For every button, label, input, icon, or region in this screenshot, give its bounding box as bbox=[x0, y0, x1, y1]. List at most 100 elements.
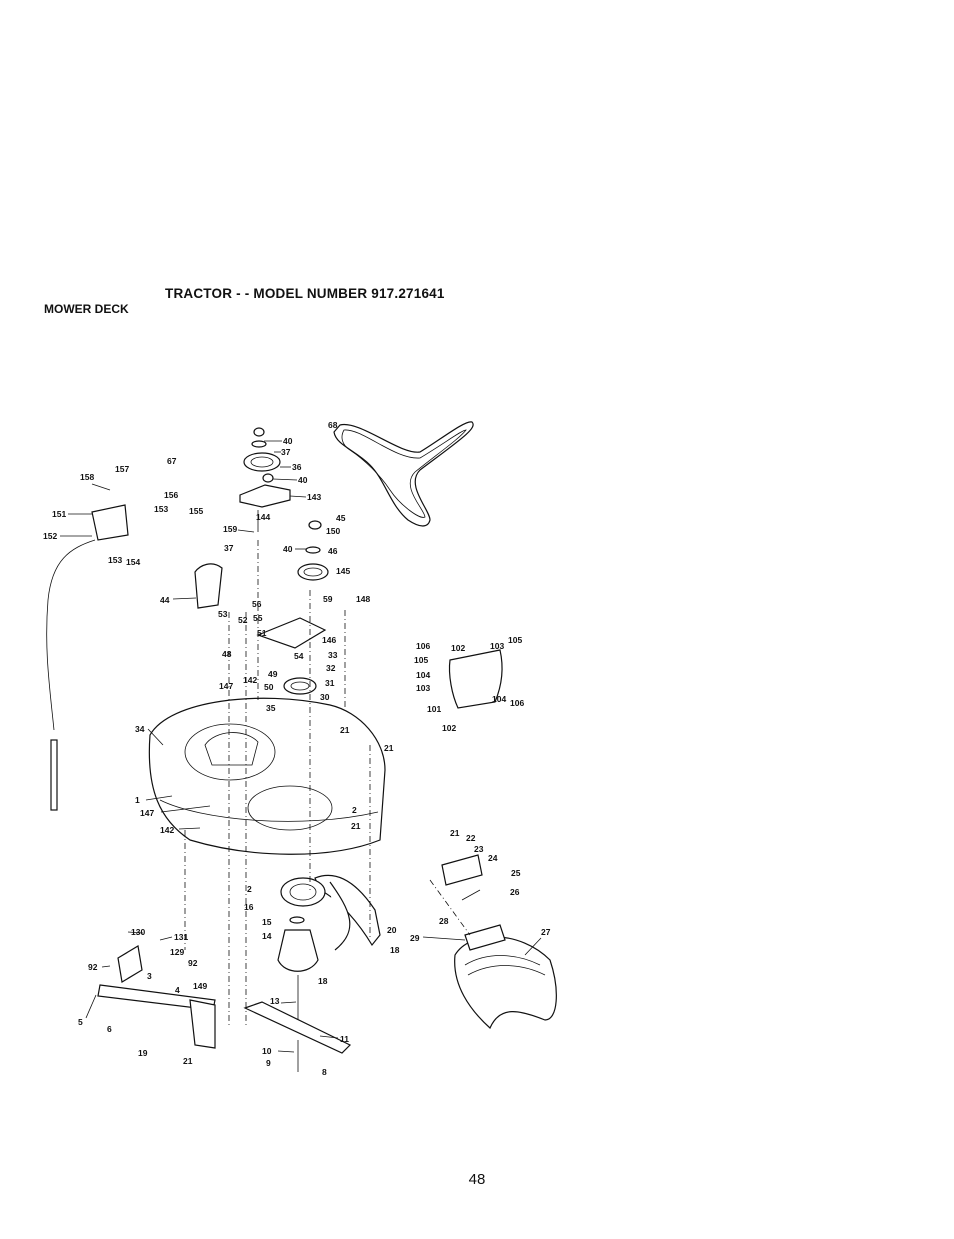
part-label: 92 bbox=[188, 958, 198, 968]
part-label: 11 bbox=[340, 1034, 349, 1044]
part-label: 148 bbox=[356, 594, 370, 604]
part-label: 6 bbox=[107, 1024, 112, 1034]
part-label: 155 bbox=[189, 506, 203, 516]
part-label: 21 bbox=[351, 821, 361, 831]
part-label: 49 bbox=[268, 669, 278, 679]
part-label: 44 bbox=[160, 595, 170, 605]
part-label: 36 bbox=[292, 462, 302, 472]
part-label: 4 bbox=[175, 985, 180, 995]
part-labels: 68 40 37 36 40 143 144 157 67 158 156 15… bbox=[43, 420, 551, 1077]
part-label: 13 bbox=[270, 996, 280, 1006]
part-label: 21 bbox=[384, 743, 394, 753]
part-label: 18 bbox=[318, 976, 328, 986]
part-label: 158 bbox=[80, 472, 94, 482]
part-label: 20 bbox=[387, 925, 397, 935]
part-label: 56 bbox=[252, 599, 262, 609]
part-label: 10 bbox=[262, 1046, 272, 1056]
section-title: MOWER DECK bbox=[44, 302, 129, 316]
part-label: 25 bbox=[511, 868, 521, 878]
part-label: 104 bbox=[492, 694, 506, 704]
part-label: 153 bbox=[108, 555, 122, 565]
part-label: 1 bbox=[135, 795, 140, 805]
part-label: 35 bbox=[266, 703, 276, 713]
part-label: 23 bbox=[474, 844, 484, 854]
part-label: 53 bbox=[218, 609, 228, 619]
part-label: 8 bbox=[322, 1067, 327, 1077]
spindle-assembly bbox=[277, 877, 326, 1025]
part-label: 129 bbox=[170, 947, 184, 957]
part-label: 52 bbox=[238, 615, 248, 625]
part-label: 15 bbox=[262, 917, 272, 927]
part-label: 102 bbox=[451, 643, 465, 653]
part-label: 146 bbox=[322, 635, 336, 645]
part-label: 152 bbox=[43, 531, 57, 541]
part-label: 26 bbox=[510, 887, 520, 897]
part-label: 157 bbox=[115, 464, 129, 474]
chute-bracket bbox=[441, 854, 483, 886]
part-label: 68 bbox=[328, 420, 338, 430]
part-label: 3 bbox=[147, 971, 152, 981]
part-label: 150 bbox=[326, 526, 340, 536]
lift-cable-assembly bbox=[46, 504, 129, 811]
page-number: 48 bbox=[468, 1171, 486, 1188]
part-label: 102 bbox=[442, 723, 456, 733]
part-label: 30 bbox=[320, 692, 330, 702]
part-label: 48 bbox=[222, 649, 232, 659]
part-label: 16 bbox=[244, 902, 254, 912]
part-label: 40 bbox=[283, 436, 293, 446]
part-label: 147 bbox=[140, 808, 154, 818]
part-label: 22 bbox=[466, 833, 476, 843]
part-label: 143 bbox=[307, 492, 321, 502]
part-label: 142 bbox=[160, 825, 174, 835]
leader-lines bbox=[60, 440, 542, 1053]
part-label: 156 bbox=[164, 490, 178, 500]
part-label: 103 bbox=[490, 641, 504, 651]
part-label: 9 bbox=[266, 1058, 271, 1068]
mower-blade bbox=[243, 1001, 352, 1054]
part-label: 159 bbox=[223, 524, 237, 534]
part-label: 28 bbox=[439, 916, 449, 926]
part-label: 45 bbox=[336, 513, 346, 523]
part-label: 37 bbox=[224, 543, 234, 553]
part-label: 37 bbox=[281, 447, 291, 457]
part-label: 131 bbox=[174, 932, 188, 942]
part-label: 19 bbox=[138, 1048, 148, 1058]
part-label: 27 bbox=[541, 927, 551, 937]
part-label: 40 bbox=[283, 544, 293, 554]
discharge-chute bbox=[454, 924, 557, 1030]
part-label: 51 bbox=[257, 628, 267, 638]
part-label: 142 bbox=[243, 675, 257, 685]
part-label: 103 bbox=[416, 683, 430, 693]
idler-pulley-stack bbox=[256, 520, 329, 695]
part-label: 130 bbox=[131, 927, 145, 937]
part-label: 105 bbox=[414, 655, 428, 665]
part-label: 145 bbox=[336, 566, 350, 576]
part-label: 21 bbox=[340, 725, 350, 735]
part-label: 21 bbox=[183, 1056, 193, 1066]
part-label: 33 bbox=[328, 650, 338, 660]
part-label: 50 bbox=[264, 682, 274, 692]
part-label: 55 bbox=[253, 613, 263, 623]
part-label: 154 bbox=[126, 557, 140, 567]
part-label: 104 bbox=[416, 670, 430, 680]
part-label: 29 bbox=[410, 933, 420, 943]
part-label: 24 bbox=[488, 853, 498, 863]
spindle-cover-right bbox=[448, 649, 503, 709]
page-title: TRACTOR - - MODEL NUMBER 917.271641 bbox=[165, 286, 445, 301]
part-label: 2 bbox=[352, 805, 357, 815]
part-label: 101 bbox=[427, 704, 441, 714]
front-lift-linkage bbox=[97, 945, 216, 1049]
part-label: 92 bbox=[88, 962, 98, 972]
part-label: 31 bbox=[325, 678, 335, 688]
part-label: 106 bbox=[510, 698, 524, 708]
part-label: 18 bbox=[390, 945, 400, 955]
part-label: 34 bbox=[135, 724, 145, 734]
part-label: 151 bbox=[52, 509, 66, 519]
part-label: 54 bbox=[294, 651, 304, 661]
part-label: 32 bbox=[326, 663, 336, 673]
part-label: 14 bbox=[262, 931, 272, 941]
mower-deck-housing bbox=[148, 697, 386, 855]
part-label: 5 bbox=[78, 1017, 83, 1027]
part-label: 67 bbox=[167, 456, 177, 466]
